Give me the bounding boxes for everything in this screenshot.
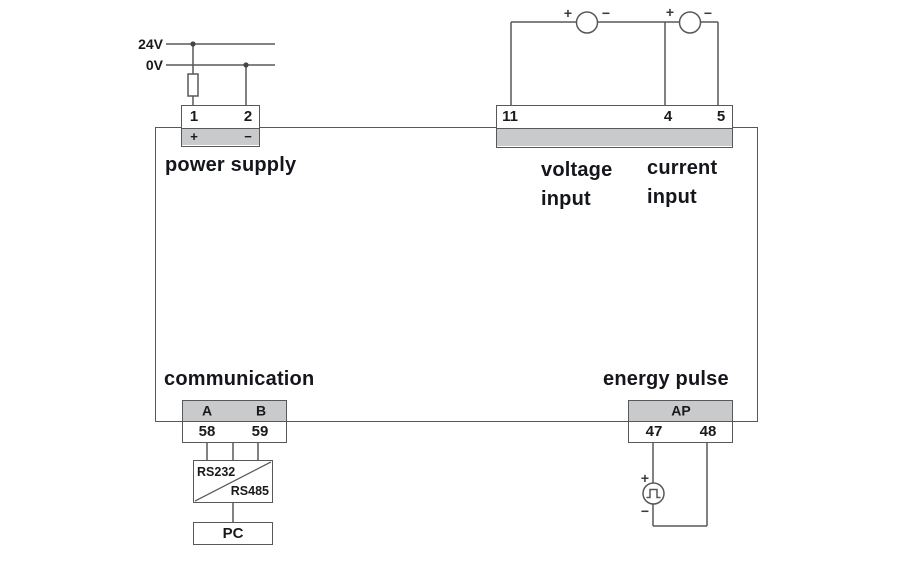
pulse-wave-glyph (646, 488, 661, 499)
input-terminal-gray-row (497, 128, 732, 146)
terminal-ap: AP (671, 402, 691, 419)
communication-terminal-numbers: 58 59 (183, 421, 286, 441)
terminal-59: 59 (251, 422, 269, 440)
communication-terminal-letters: A B (183, 401, 286, 421)
rs232-label: RS232 (197, 465, 236, 479)
power-supply-terminal-block: 1 2 + − (181, 105, 260, 147)
input-source-wires (510, 21, 719, 105)
terminal-4: 4 (663, 108, 673, 126)
polarity-minus: − (244, 129, 252, 145)
power-supply-terminal-numbers: 1 2 (182, 106, 259, 128)
device-outline (155, 127, 758, 422)
polarity-plus: + (190, 129, 198, 145)
voltage-input-label: voltage input (541, 159, 613, 210)
terminal-1: 1 (189, 108, 199, 126)
junction-dot (243, 62, 249, 68)
voltage-source-icon (575, 11, 599, 34)
current-input-label: current input (647, 157, 718, 208)
voltage-source-minus-sign: − (601, 5, 611, 21)
converter-diagonal (194, 461, 272, 502)
current-source-plus-sign: + (665, 4, 675, 20)
terminal-11: 11 (502, 108, 518, 126)
rs232-rs485-converter: RS232 RS485 (193, 460, 273, 503)
terminal-47: 47 (645, 422, 663, 440)
communication-terminal-block: A B 58 59 (182, 400, 287, 443)
communication-label: communication (164, 368, 315, 390)
current-source-icon (678, 11, 702, 34)
terminal-a: A (201, 402, 213, 419)
voltage-source-plus-sign: + (563, 5, 573, 21)
terminal-5: 5 (716, 108, 726, 126)
terminal-58: 58 (198, 422, 216, 440)
pulse-source-icon (642, 482, 665, 505)
junction-dot (190, 41, 196, 47)
energy-pulse-terminal-letters: AP (629, 401, 732, 421)
pulse-source-minus-sign: − (640, 503, 650, 519)
energy-pulse-label: energy pulse (603, 368, 729, 390)
communication-wires (206, 442, 259, 523)
power-supply-label: power supply (165, 154, 297, 176)
energy-pulse-wires (652, 442, 708, 527)
terminal-48: 48 (699, 422, 717, 440)
energy-pulse-terminal-numbers: 47 48 (629, 421, 732, 441)
pc-box: PC (193, 522, 273, 545)
rail-24v-label: 24V (138, 36, 163, 52)
power-supply-polarity-row: + − (182, 128, 259, 145)
rail-0v-label: 0V (145, 57, 163, 73)
pc-label: PC (222, 525, 244, 542)
input-terminal-numbers: 11 4 5 (497, 106, 732, 128)
pulse-source-plus-sign: + (640, 470, 650, 486)
energy-pulse-terminal-block: AP 47 48 (628, 400, 733, 443)
power-rail-wires (166, 43, 275, 105)
rs485-label: RS485 (230, 483, 269, 498)
terminal-b: B (255, 402, 267, 419)
fuse-icon (187, 73, 199, 97)
terminal-2: 2 (243, 108, 253, 126)
current-source-minus-sign: − (703, 5, 713, 21)
input-terminal-block: 11 4 5 (496, 105, 733, 148)
